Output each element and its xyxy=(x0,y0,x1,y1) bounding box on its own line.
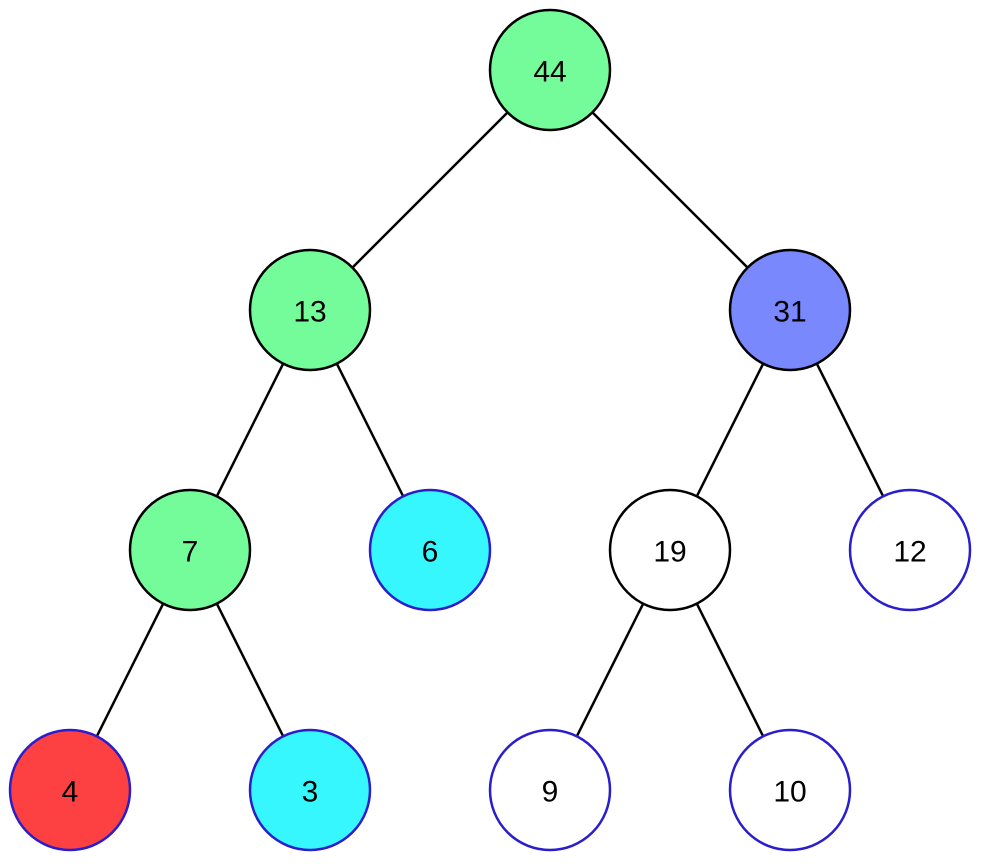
node-label: 31 xyxy=(773,296,806,329)
node-circle xyxy=(248,248,372,372)
tree-node-31: 31 xyxy=(728,248,852,372)
node-circle xyxy=(8,728,132,852)
node-circle xyxy=(728,728,852,852)
tree-node-10: 10 xyxy=(728,728,852,852)
node-circle xyxy=(248,728,372,852)
node-circle xyxy=(368,488,492,612)
node-circle xyxy=(608,488,732,612)
node-circle xyxy=(848,488,972,612)
node-circle xyxy=(128,488,252,612)
edge-44-13 xyxy=(351,111,509,269)
node-label: 4 xyxy=(62,776,79,809)
tree-node-3: 3 xyxy=(248,728,372,852)
tree-nodes: 44 13 31 7 6 19 12 4 3 9 10 xyxy=(8,8,972,852)
tree-node-12: 12 xyxy=(848,488,972,612)
node-label: 6 xyxy=(422,536,439,569)
edge-13-6 xyxy=(335,362,405,498)
tree-node-19: 19 xyxy=(608,488,732,612)
edge-31-12 xyxy=(815,362,885,498)
node-label: 3 xyxy=(302,776,319,809)
tree-node-4: 4 xyxy=(8,728,132,852)
node-label: 9 xyxy=(542,776,559,809)
edge-31-19 xyxy=(695,362,765,498)
node-label: 7 xyxy=(182,536,199,569)
node-circle xyxy=(488,8,612,132)
edge-7-3 xyxy=(215,602,285,738)
edge-19-9 xyxy=(575,602,645,738)
node-label: 10 xyxy=(773,776,806,809)
tree-node-6: 6 xyxy=(368,488,492,612)
node-circle xyxy=(488,728,612,852)
edge-7-4 xyxy=(95,602,165,738)
node-label: 12 xyxy=(893,536,926,569)
tree-node-13: 13 xyxy=(248,248,372,372)
node-label: 13 xyxy=(293,296,326,329)
edge-19-10 xyxy=(695,602,765,738)
edge-44-31 xyxy=(591,111,749,269)
edge-13-7 xyxy=(215,362,285,498)
node-label: 19 xyxy=(653,536,686,569)
tree-edges xyxy=(95,111,885,738)
tree-node-7: 7 xyxy=(128,488,252,612)
node-label: 44 xyxy=(533,56,566,89)
node-circle xyxy=(728,248,852,372)
tree-node-44: 44 xyxy=(488,8,612,132)
tree-node-9: 9 xyxy=(488,728,612,852)
